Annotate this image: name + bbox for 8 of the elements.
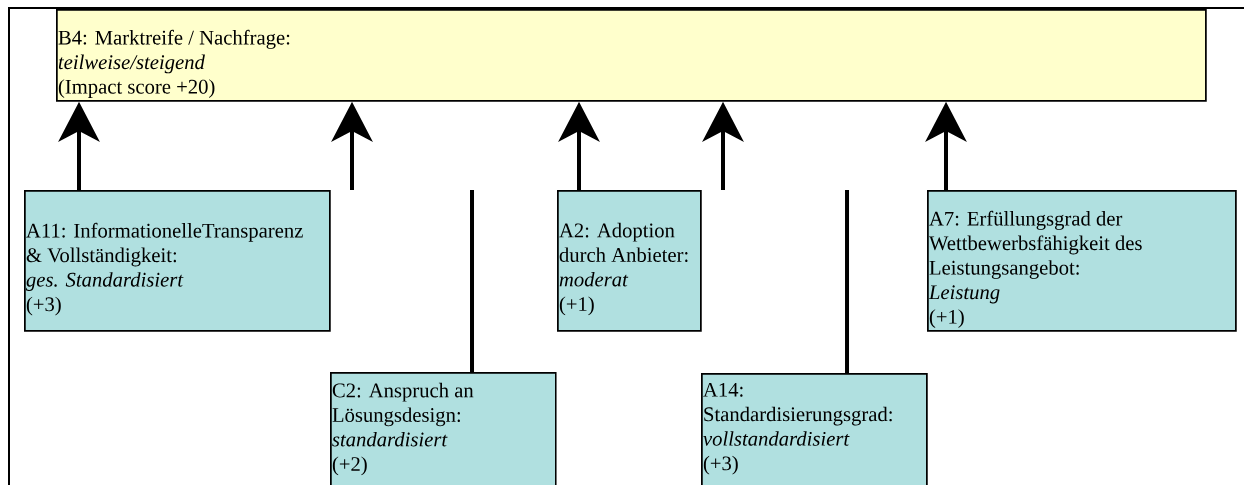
connector-line xyxy=(470,190,474,372)
factor-box: C2: Anspruch an Lösungsdesign: standardisiert (+2) xyxy=(330,372,557,485)
factor-box: A7: Erfüllungsgrad der Wettbewerbsfähigkeit des Leistungsangebot: Leistung (+1) xyxy=(927,190,1237,332)
connector-line xyxy=(845,190,849,373)
factor-box: A11: InformationelleTransparenz & Vollständigkeit: ges. Standardisiert (+3) xyxy=(24,190,331,332)
factor-box: A2: Adoption durch Anbieter: moderat (+1) xyxy=(557,190,702,332)
target-box: B4: Marktreife / Nachfrage: teilweise/steigend (Impact score +20) xyxy=(56,9,1207,102)
factor-box: A14: Standardisierungsgrad: vollstandardisiert (+3) xyxy=(701,373,928,485)
